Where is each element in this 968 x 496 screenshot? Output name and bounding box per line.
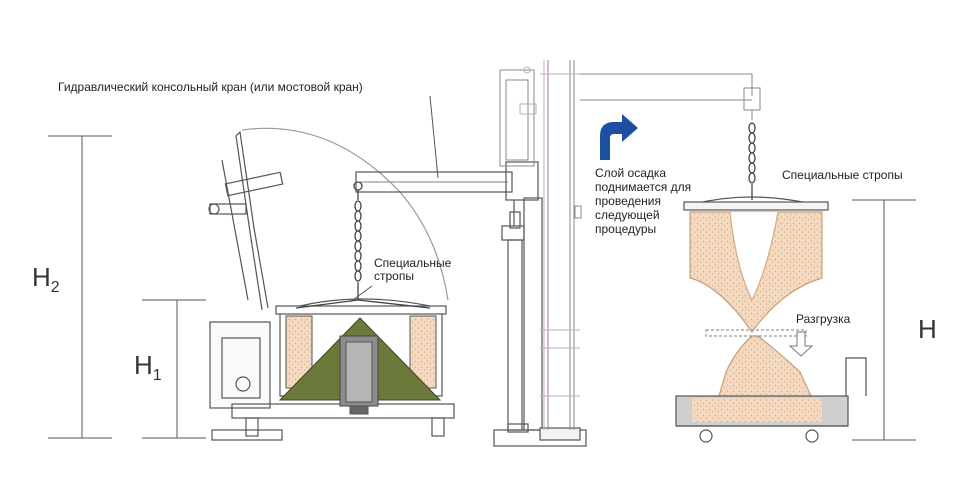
lifted-basket [683, 201, 829, 421]
pink-guide [519, 60, 580, 430]
h2-sub: 2 [50, 279, 60, 297]
basket-sediment [278, 315, 442, 415]
lift-label-1: Слой осадка [595, 166, 667, 180]
right-chain [693, 122, 813, 205]
slings-left-label-1: Специальные [374, 256, 452, 270]
left-chain [295, 181, 431, 309]
arrow-down-icon [788, 331, 814, 357]
arrow-redirect-icon [600, 114, 638, 160]
lift-label-4: следующей [595, 208, 660, 222]
crane-pointer [429, 95, 439, 179]
h1-main: H [134, 350, 153, 380]
dimension-h-label: H [918, 314, 937, 344]
top-beam [580, 73, 761, 120]
dimension-h2-label: H2 [32, 262, 60, 297]
mast-column [499, 60, 582, 430]
h1-sub: 1 [152, 367, 162, 385]
dimension-h2 [48, 135, 112, 439]
slings-left-label-2: стропы [374, 269, 414, 283]
unload-label: Разгрузка [796, 312, 851, 326]
lift-label-3: проведения [595, 194, 661, 208]
dimension-h1-label: H1 [134, 350, 162, 385]
dimension-h1 [142, 299, 206, 439]
lift-label-2: поднимается для [595, 180, 692, 194]
dimension-h [852, 199, 916, 441]
lift-label-5: процедуры [595, 222, 657, 236]
slings-left-pointer [349, 285, 373, 303]
unload-cart [675, 357, 867, 443]
crane-label: Гидравлический консольный кран (или мост… [58, 80, 363, 94]
h2-main: H [32, 262, 51, 292]
slings-right-label: Специальные стропы [782, 168, 903, 182]
crane [355, 161, 587, 447]
